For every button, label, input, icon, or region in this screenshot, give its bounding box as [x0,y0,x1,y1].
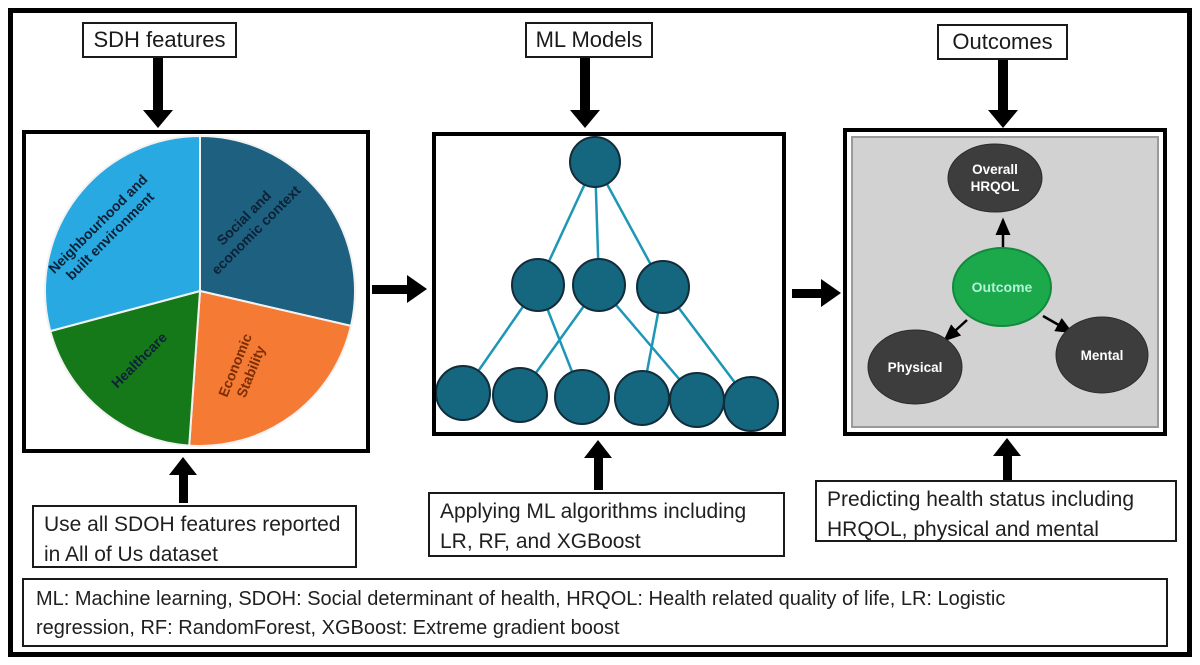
ml-tree-diagram [435,136,779,432]
ml-caption-box: Applying ML algorithms including LR, RF,… [428,492,785,557]
tree-node-leaf-3 [554,369,610,425]
sdh-pie-panel: Neighbourhood and built environment Soci… [22,130,370,453]
overall-hrqol-node [947,143,1043,213]
outcomes-panel: Overall HRQOL Outcome Physical Mental [843,128,1167,436]
tree-node-mid-2 [572,258,626,312]
pie-slice-neighbourhood [44,134,201,333]
legend-line-2: regression, RF: RandomForest, XGBoost: E… [36,617,620,639]
legend-line-1: ML: Machine learning, SDOH: Social deter… [36,588,1006,610]
ml-models-label-box: ML Models [525,22,653,58]
svg-text:Physical: Physical [888,360,943,375]
arrow-right-2-icon [792,279,841,307]
outcomes-caption-line-2: HRQOL, physical and mental [827,517,1099,541]
sdh-caption-box: Use all SDOH features reported in All of… [32,505,357,568]
arrow-right-1-icon [372,275,427,303]
arrow-outcome-to-mental-icon [1042,314,1074,334]
svg-text:HRQOL: HRQOL [971,179,1020,194]
arrow-up-outcomes-icon [993,438,1021,480]
tree-node-mid-3 [636,260,690,314]
arrow-down-ml-icon [570,58,600,128]
ml-models-label: ML Models [535,27,643,52]
tree-node-leaf-2 [492,367,548,423]
pie-slice-economic-stability [188,289,353,447]
svg-text:Outcome: Outcome [972,279,1033,295]
tree-node-root [569,136,621,188]
outcome-node [952,247,1052,327]
outcomes-caption-box: Predicting health status including HRQOL… [815,480,1177,542]
arrow-outcome-to-physical-icon [943,319,968,342]
ml-caption-line-1: Applying ML algorithms including [440,500,747,523]
tree-node-leaf-4 [614,370,670,426]
tree-node-mid-1 [511,258,565,312]
tree-node-leaf-1 [435,365,491,421]
svg-text:Mental: Mental [1081,348,1124,363]
arrow-up-sdh-icon [169,457,197,503]
outcomes-label-box: Outcomes [937,24,1068,60]
arrow-down-sdh-icon [143,58,173,128]
outcomes-diagram: Overall HRQOL Outcome Physical Mental [851,136,1159,428]
sdh-caption-line-2: in All of Us dataset [44,542,218,566]
tree-nodes [435,136,779,432]
sdh-features-label: SDH features [93,27,226,52]
pie-slice-social-economic-context [199,134,356,328]
sdh-pie-chart: Neighbourhood and built environment Soci… [44,134,356,447]
tree-node-leaf-6 [723,376,779,432]
physical-node [867,329,963,405]
pie-slice-healthcare [49,289,202,447]
ml-caption-line-2: LR, RF, and XGBoost [440,529,641,553]
mental-node [1055,316,1149,394]
sdh-features-label-box: SDH features [82,22,237,58]
sdh-caption-line-1: Use all SDOH features reported [44,513,341,536]
svg-text:Overall: Overall [972,162,1018,177]
tree-node-leaf-5 [669,372,725,428]
ml-tree-panel [432,132,786,436]
arrow-down-outcomes-icon [988,60,1018,128]
arrow-up-ml-icon [584,440,612,490]
outcomes-caption-line-1: Predicting health status including [827,488,1135,511]
abbreviation-legend-box: ML: Machine learning, SDOH: Social deter… [22,578,1168,647]
outcomes-label: Outcomes [952,29,1053,54]
